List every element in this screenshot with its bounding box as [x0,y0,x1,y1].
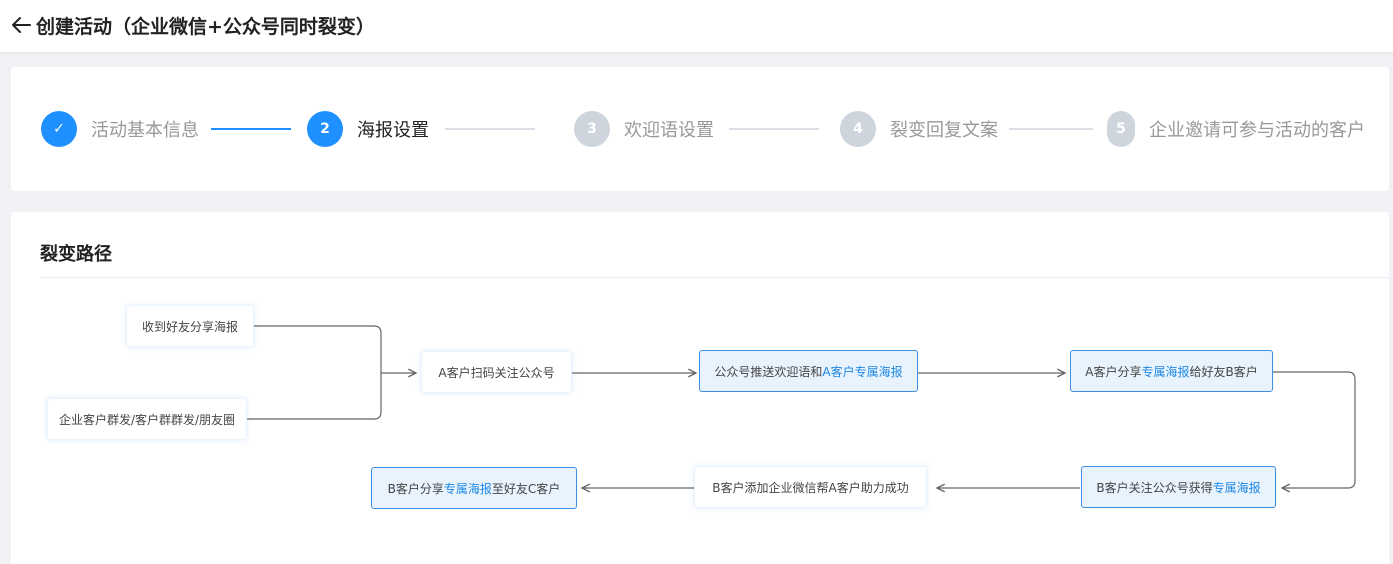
flow-node-receive-poster: 收到好友分享海报 [126,305,254,347]
step-connector [1009,128,1093,130]
step-label: 裂变回复文案 [890,120,998,141]
flow-node-b-share: B客户分享专属海报至好友C客户 [371,467,577,509]
node-highlight-text: 专属海报 [443,481,492,496]
node-text: B客户分享 [387,481,444,496]
step-poster-settings[interactable]: 2 海报设置 [307,109,429,149]
connector-arrow [1273,371,1356,488]
section-divider [40,277,1389,278]
node-text: B客户关注公众号获得 [1096,480,1213,495]
check-icon: ✓ [41,111,77,147]
step-basic-info[interactable]: ✓ 活动基本信息 [41,109,199,149]
node-highlight-text: A客户专属海报 [822,364,903,379]
node-highlight-text: 专属海报 [1212,480,1261,495]
step-label: 活动基本信息 [91,120,199,141]
step-label: 企业邀请可参与活动的客户 [1149,120,1365,141]
flow-node-b-follow: B客户关注公众号获得专属海报 [1081,466,1276,508]
section-title: 裂变路径 [40,244,112,265]
step-connector [729,128,819,130]
flow-node-a-share: A客户分享专属海报给好友B客户 [1070,350,1273,392]
step-fission-reply[interactable]: 4 裂变回复文案 [840,109,998,149]
step-welcome-settings[interactable]: 3 欢迎语设置 [574,109,714,149]
flow-connectors [247,325,1356,564]
step-invite-customers[interactable]: 5 企业邀请可参与活动的客户 [1107,109,1365,149]
step-connector [445,128,535,130]
page-title: 创建活动（企业微信+公众号同时裂变） [36,16,375,38]
flow-node-scan-follow: A客户扫码关注公众号 [421,351,572,393]
step-number: 3 [574,111,610,147]
step-number: 2 [307,111,343,147]
flow-node-broadcast: 企业客户群发/客户群群发/朋友圈 [47,398,247,440]
page-header: 创建活动（企业微信+公众号同时裂变） [0,0,1393,52]
flow-node-b-add-wecom: B客户添加企业微信帮A客户助力成功 [694,466,927,508]
node-text: A客户分享 [1085,364,1142,379]
fission-path-card: 裂变路径 收到好友分享海报 企业客户群发/客户群群发/朋友圈 A客户扫码关注公众… [11,212,1389,564]
step-number: 4 [840,111,876,147]
connector-line [247,325,382,420]
step-label: 海报设置 [357,120,429,141]
step-number: 5 [1107,111,1135,147]
steps-card: ✓ 活动基本信息 2 海报设置 3 欢迎语设置 4 裂变回复文案 5 企业邀请可… [11,67,1389,191]
node-text: 至好友C客户 [491,481,561,496]
node-text: 给好友B客户 [1189,364,1258,379]
step-label: 欢迎语设置 [624,120,714,141]
node-highlight-text: 专属海报 [1141,364,1190,379]
arrow-left-icon[interactable] [10,15,32,35]
step-connector [211,128,291,130]
node-text: 公众号推送欢迎语和 [714,364,823,379]
